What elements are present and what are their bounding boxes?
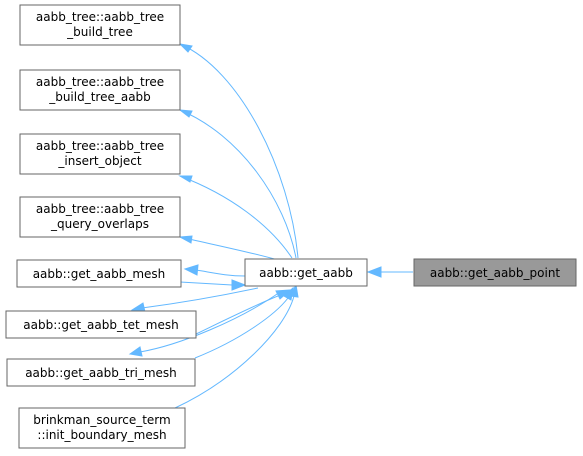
node-label: _insert_object: [57, 154, 141, 168]
node-label: aabb_tree::aabb_tree: [36, 10, 164, 24]
edge-to-insert-object: [179, 175, 293, 259]
node-label: aabb::get_aabb: [259, 266, 353, 280]
node-label: brinkman_source_term: [33, 413, 170, 427]
node-aabb-tree-query-overlaps[interactable]: aabb_tree::aabb_tree _query_overlaps: [19, 196, 181, 238]
node-label: aabb_tree::aabb_tree: [36, 139, 164, 153]
node-get-aabb-tri-mesh[interactable]: aabb::get_aabb_tri_mesh: [6, 358, 196, 387]
arrowhead: [128, 346, 143, 357]
node-label: aabb::get_aabb_tri_mesh: [25, 366, 177, 380]
arrowhead: [289, 283, 299, 298]
node-get-aabb[interactable]: aabb::get_aabb: [244, 258, 368, 287]
arrowhead: [178, 43, 193, 53]
node-aabb-tree-build-tree[interactable]: aabb_tree::aabb_tree _build_tree: [19, 4, 181, 46]
node-aabb-tree-insert-object[interactable]: aabb_tree::aabb_tree _insert_object: [19, 133, 181, 175]
node-label: aabb_tree::aabb_tree: [36, 202, 164, 216]
edge-to-query-overlaps: [179, 236, 279, 261]
edge-to-build-tree: [179, 43, 299, 259]
arrowhead: [178, 235, 193, 244]
node-brinkman-init-boundary-mesh[interactable]: brinkman_source_term ::init_boundary_mes…: [18, 407, 186, 449]
arrowhead: [183, 264, 199, 276]
node-get-aabb-tet-mesh[interactable]: aabb::get_aabb_tet_mesh: [5, 310, 197, 339]
edge-to-get-aabb-tet-mesh: [141, 287, 259, 309]
edge-to-get-aabb-mesh: [195, 269, 246, 277]
node-label: _query_overlaps: [50, 217, 149, 231]
node-label: aabb::get_aabb_mesh: [33, 267, 166, 281]
edge-to-get-aabb-tri-mesh: [139, 291, 281, 353]
node-label: _build_tree: [66, 25, 133, 39]
edge-to-init-boundary-mesh: [174, 295, 295, 409]
edge-to-build-tree-aabb: [179, 109, 297, 259]
edge-from-get-aabb-mesh: [179, 281, 233, 286]
node-label: aabb::get_aabb_point: [430, 266, 561, 280]
edge-from-get-aabb-tet-mesh: [195, 295, 279, 335]
node-label: _build_tree_aabb: [48, 90, 151, 104]
node-get-aabb-point[interactable]: aabb::get_aabb_point: [413, 258, 577, 287]
arrowhead: [366, 266, 382, 278]
node-get-aabb-mesh[interactable]: aabb::get_aabb_mesh: [16, 259, 182, 288]
nodes: aabb::get_aabb_point aabb::get_aabb aabb…: [5, 4, 577, 449]
arrowhead: [178, 175, 193, 183]
node-aabb-tree-build-tree-aabb[interactable]: aabb_tree::aabb_tree _build_tree_aabb: [19, 69, 181, 111]
arrowhead: [178, 109, 193, 118]
edges: [128, 43, 413, 409]
node-label: aabb_tree::aabb_tree: [36, 75, 164, 89]
node-label: aabb::get_aabb_tet_mesh: [23, 318, 178, 332]
node-label: ::init_boundary_mesh: [37, 428, 166, 442]
arrowhead: [231, 279, 247, 291]
edge-from-get-aabb-tri-mesh: [194, 297, 289, 359]
